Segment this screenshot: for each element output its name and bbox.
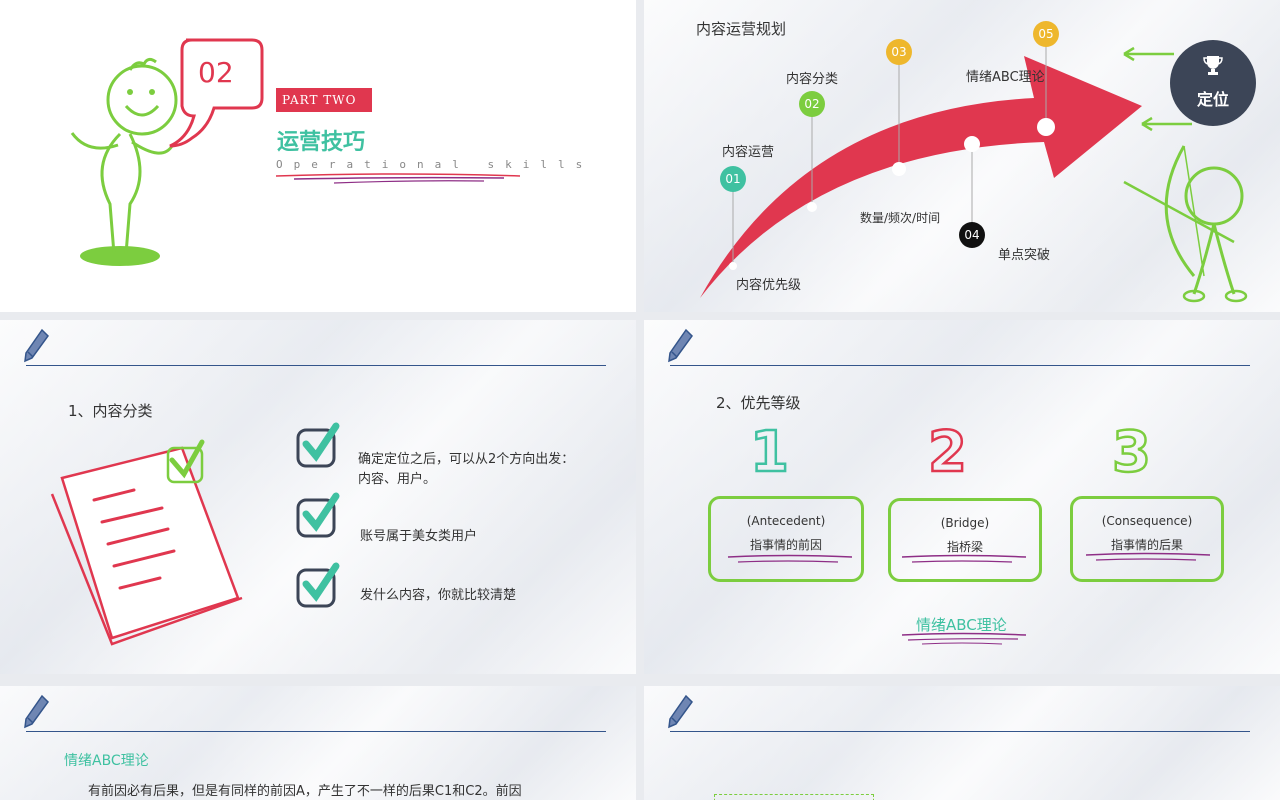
- footer-underline: [901, 632, 1027, 645]
- step-badge-02: 02: [799, 91, 825, 117]
- priority-number-1: 1: [749, 419, 790, 487]
- card-3-underline: [1085, 552, 1211, 561]
- step-label-05: 情绪ABC理论: [966, 70, 1045, 85]
- slide-3-content-classification[interactable]: 1、内容分类 确定定位之后，可以从2个方向出发： 内容、用户。 账号属于美女类用…: [0, 320, 636, 674]
- slide-title: 内容运营规划: [696, 20, 787, 38]
- card-1-chinese: 指事情的前因: [749, 538, 822, 552]
- item-1-line-2: 内容、用户。: [358, 472, 437, 487]
- step-label-01: 内容运营: [722, 145, 775, 160]
- step-label-03: 数量/频次/时间: [860, 211, 941, 225]
- subtitle-underline: [275, 173, 521, 184]
- checkbox-icon: [296, 492, 340, 538]
- part-label: PART TWO: [276, 88, 372, 112]
- positioning-badge: 定位: [1170, 40, 1256, 126]
- header-divider: [670, 365, 1250, 366]
- badge-label: 定位: [1196, 90, 1229, 109]
- theory-footer: 情绪ABC理论: [916, 616, 1007, 634]
- card-2-chinese: 指桥梁: [946, 540, 983, 554]
- header-divider: [26, 731, 606, 732]
- slide-heading: 2、优先等级: [716, 394, 801, 412]
- step-badge-01: 01: [720, 166, 746, 192]
- priority-card-2: [888, 498, 1042, 582]
- pencil-icon: [668, 328, 693, 363]
- header-divider: [670, 731, 1250, 732]
- step-leader-lines: [729, 44, 1055, 270]
- slide-heading: 情绪ABC理论: [64, 753, 149, 769]
- item-1-line-1: 确定定位之后，可以从2个方向出发：: [358, 452, 575, 467]
- dashed-box: [714, 794, 874, 800]
- checkbox-icon: [296, 422, 340, 468]
- step-label-02: 内容分类: [786, 72, 839, 87]
- body-text: 有前因必有后果，但是有同样的前因A，产生了不一样的后果C1和C2。前因: [88, 784, 522, 799]
- card-3-chinese: 指事情的后果: [1110, 538, 1183, 552]
- section-number: 02: [198, 56, 234, 89]
- step-badge-05: 05: [1033, 21, 1059, 47]
- priority-number-3: 3: [1111, 419, 1152, 487]
- item-2-text: 账号属于美女类用户: [360, 529, 478, 544]
- header-divider: [26, 365, 606, 366]
- priority-card-3: [1070, 496, 1224, 582]
- stick-figure-illustration: [70, 57, 178, 266]
- card-3-english: (Consequence): [1101, 514, 1193, 528]
- slide-heading: 1、内容分类: [68, 402, 153, 420]
- speech-bubble: [169, 38, 264, 148]
- trophy-icon: [1203, 56, 1223, 75]
- card-1-underline: [727, 554, 853, 563]
- growth-arrow: [700, 56, 1142, 298]
- slide-5-abc-theory[interactable]: 情绪ABC理论 有前因必有后果，但是有同样的前因A，产生了不一样的后果C1和C2…: [0, 686, 636, 800]
- checkbox-icon: [296, 562, 340, 608]
- section-title: 运营技巧: [277, 130, 366, 155]
- slide-1-section-title[interactable]: 02 PART TWO 运营技巧 Operational skills: [0, 0, 636, 312]
- item-3-text: 发什么内容，你就比较清楚: [360, 588, 517, 603]
- step-badge-03: 03: [886, 39, 912, 65]
- slide-6[interactable]: [644, 686, 1280, 800]
- card-2-english: (Bridge): [940, 516, 990, 530]
- step-badge-04: 04: [959, 222, 985, 248]
- bottom-label: 内容优先级: [736, 278, 802, 293]
- priority-card-1: [708, 496, 864, 582]
- section-subtitle: Operational skills: [276, 158, 594, 171]
- card-2-underline: [901, 554, 1027, 563]
- card-1-english: (Antecedent): [746, 514, 826, 528]
- document-illustration: [50, 439, 243, 646]
- step-label-04: 单点突破: [998, 248, 1051, 263]
- archer-illustration: [1123, 46, 1248, 303]
- pencil-icon: [668, 694, 693, 729]
- pencil-icon: [24, 694, 49, 729]
- priority-number-2: 2: [927, 419, 968, 487]
- pencil-icon: [24, 328, 49, 363]
- slide-4-priority-levels[interactable]: 2、优先等级 1 (Antecedent) 指事情的前因 2 (Bridge) …: [644, 320, 1280, 674]
- slide-2-content-planning[interactable]: 内容运营规划 01 内容运营 02 内容分类 03 数量/频次/时间 04 单点…: [644, 0, 1280, 312]
